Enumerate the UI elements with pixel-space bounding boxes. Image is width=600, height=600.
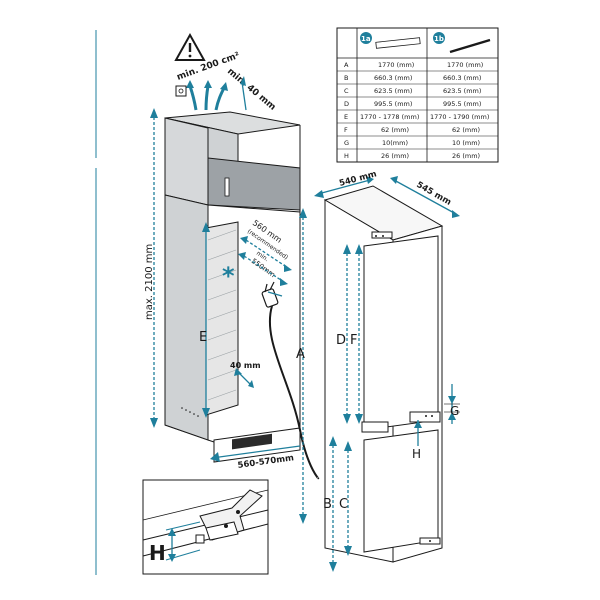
row-key-e: E <box>344 113 348 121</box>
row-1b-b: 660.3 (mm) <box>443 74 481 82</box>
vent-arrows <box>186 80 228 111</box>
row-1a-h: 26 (mm) <box>381 152 409 160</box>
cabinet <box>164 111 301 463</box>
row-1b-g: 10 (mm) <box>452 139 480 147</box>
top-gap-arrow <box>240 76 247 111</box>
row-1b-f: 62 (mm) <box>452 126 480 134</box>
letter-g: G <box>450 404 459 418</box>
row-1b-a: 1770 (mm) <box>447 61 483 69</box>
vent-grille-marker <box>175 85 187 97</box>
side-gap-label: 40 mm <box>230 361 261 370</box>
g-dimension <box>444 384 460 424</box>
row-1b-c: 623.5 (mm) <box>443 87 481 95</box>
b-dimension <box>329 436 337 572</box>
row-1a-d: 995.5 (mm) <box>374 100 412 108</box>
table-header-1b: 1b <box>433 32 491 54</box>
hinge-detail <box>142 479 269 575</box>
row-key-h: H <box>344 152 349 160</box>
letter-e: E <box>199 330 207 345</box>
row-1a-a: 1770 (mm) <box>378 61 414 69</box>
row-key-a: A <box>344 61 349 69</box>
col-1a-label: 1a <box>361 35 371 43</box>
asterisk-mark: * <box>222 262 235 290</box>
side-gap-arrow <box>234 368 254 388</box>
niche-depth-arrow <box>240 236 292 272</box>
top-gap-label: min. 40 mm <box>225 67 277 113</box>
row-key-b: B <box>344 74 348 82</box>
letter-b: B <box>323 497 332 512</box>
row-1a-e: 1770 - 1778 (mm) <box>360 113 419 121</box>
row-1a-f: 62 (mm) <box>381 126 409 134</box>
fridge-width-arrow <box>314 176 374 198</box>
row-1b-d: 995.5 (mm) <box>443 100 481 108</box>
fridge <box>323 185 444 563</box>
f-dimension <box>355 244 363 424</box>
plug-pointer <box>267 291 283 297</box>
row-1a-b: 660.3 (mm) <box>374 74 412 82</box>
spec-table <box>336 27 499 163</box>
max-height-dimension <box>150 108 158 428</box>
row-1a-g: 10(mm) <box>382 139 408 147</box>
table-rows: A 1770 (mm) 1770 (mm) B 660.3 (mm) 660.3… <box>344 61 489 160</box>
table-header-1a: 1a <box>360 32 421 49</box>
min-depth-arrow <box>238 252 288 286</box>
letter-f: F <box>350 333 357 348</box>
row-key-g: G <box>344 139 349 147</box>
h-dimension-fridge <box>414 420 422 446</box>
niche-width-arrow <box>210 445 301 462</box>
letter-a: A <box>296 347 305 362</box>
row-key-d: D <box>344 100 349 108</box>
row-1b-h: 26 (mm) <box>452 152 480 160</box>
letter-d: D <box>336 333 346 348</box>
e-dimension <box>202 222 210 418</box>
col-1b-label: 1b <box>434 35 444 43</box>
fridge-depth-arrow <box>390 176 460 218</box>
row-key-f: F <box>344 126 348 134</box>
row-1a-c: 623.5 (mm) <box>374 87 412 95</box>
letter-h-detail: H <box>149 541 166 565</box>
c-dimension <box>344 441 352 556</box>
d-dimension <box>343 244 351 424</box>
letter-c: C <box>339 497 348 512</box>
row-key-c: C <box>344 87 349 95</box>
row-1b-e: 1770 - 1790 (mm) <box>430 113 489 121</box>
a-dimension <box>299 208 307 524</box>
warning-icon <box>174 32 206 61</box>
letter-h-fridge: H <box>412 447 421 461</box>
max-height-label: max. 2100 mm <box>144 244 155 320</box>
